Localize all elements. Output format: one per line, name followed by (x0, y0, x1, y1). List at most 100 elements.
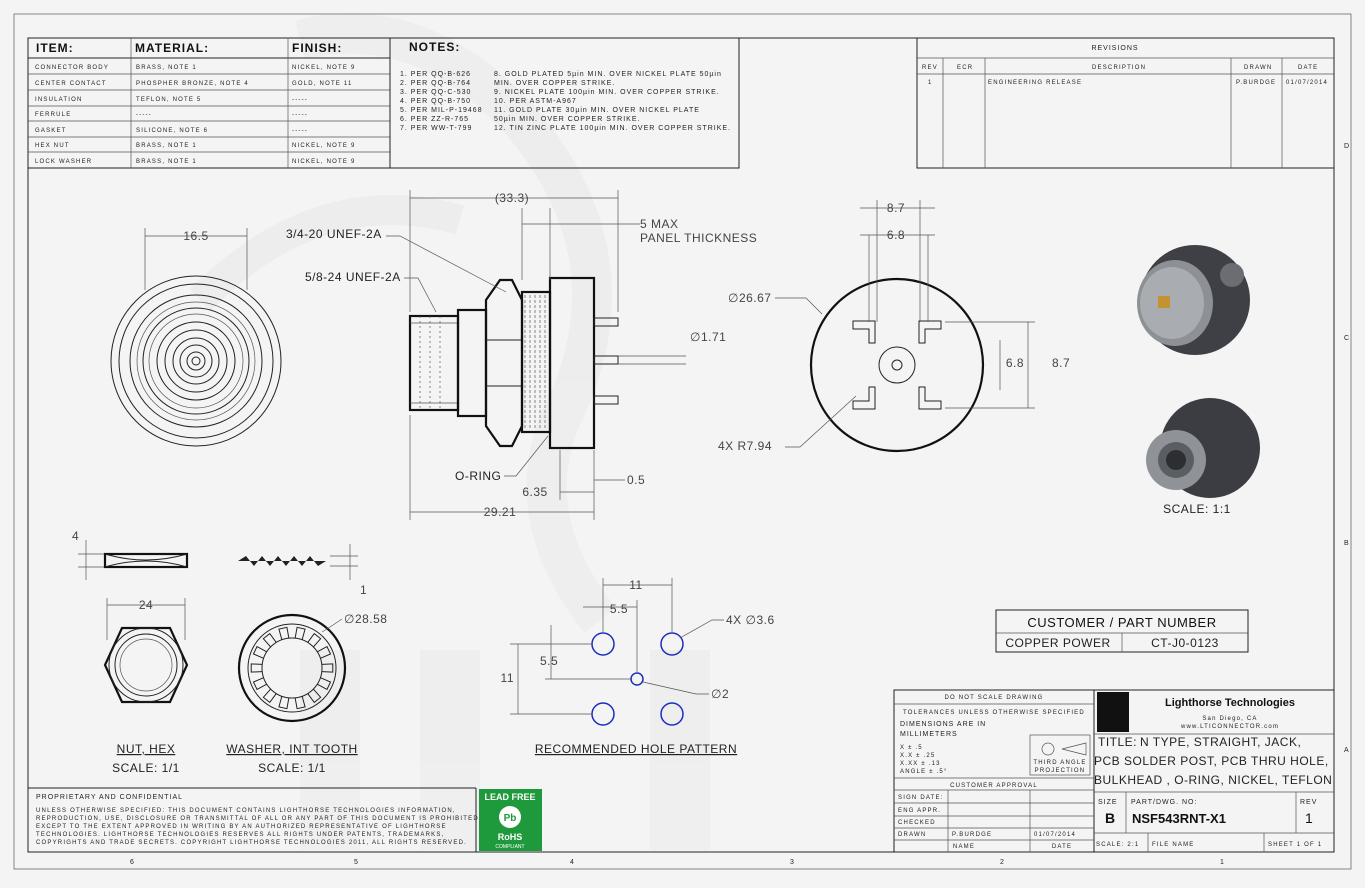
rev-label: REV (1300, 799, 1317, 806)
badge-compliant: COMPLIANT (495, 844, 524, 850)
note-line: 3. PER QQ-C-530 (400, 89, 471, 96)
bom-cell: NICKEL, NOTE 9 (292, 159, 355, 165)
tol-row: X ± .5 (900, 745, 923, 751)
company-logo (1097, 692, 1129, 732)
dims-in-1: DIMENSIONS ARE IN (900, 721, 986, 728)
washer-view: ∅28.58 WASHER, INT TOOTH SCALE: 1/1 (226, 612, 387, 775)
nut-side-profile: 4 (72, 529, 189, 580)
do-not-scale: DO NOT SCALE DRAWING (944, 695, 1043, 701)
bom-cell: CONNECTOR BODY (35, 65, 109, 71)
washer-tooth (252, 677, 267, 691)
hp-dim-d2: ∅2 (711, 687, 729, 701)
rev-header: DESCRIPTION (1092, 65, 1146, 71)
file-name: FILE NAME (1152, 842, 1194, 848)
note-line: 5. PER MIL-P-19468 (400, 107, 483, 114)
proprietary-line: COPYRIGHTS AND TRADE SECRETS. COPYRIGHT … (36, 840, 467, 846)
dim-26-67: ∅26.67 (728, 291, 771, 305)
size-value: B (1105, 810, 1115, 826)
company-name: Lighthorse Technologies (1165, 697, 1295, 709)
hp-dim-11-top: 11 (629, 578, 642, 592)
nut-scale: SCALE: 1/1 (112, 761, 180, 775)
dim-4x-r: 4X R7.94 (718, 439, 772, 453)
bom-cell: NICKEL, NOTE 9 (292, 143, 355, 149)
dim-0-5: 0.5 (627, 473, 645, 487)
customer-title: CUSTOMER / PART NUMBER (1027, 615, 1216, 630)
notes-block: NOTES: 1. PER QQ-B-626 2. PER QQ-B-764 3… (389, 37, 740, 169)
dim-28-58: ∅28.58 (344, 612, 387, 626)
note-line: MIN. OVER COPPER STRIKE. (494, 80, 615, 87)
proprietary-block: PROPRIETARY AND CONFIDENTIAL UNLESS OTHE… (28, 787, 479, 852)
bom-cell: ----- (136, 112, 152, 118)
customer-name: COPPER POWER (1005, 636, 1110, 650)
rev-cell: ENGINEERING RELEASE (988, 80, 1082, 86)
tol-row: X.XX ± .13 (900, 761, 941, 767)
washer-teeth (250, 626, 334, 710)
bom-header-material: MATERIAL: (135, 41, 209, 55)
watermark (189, 13, 710, 850)
washer-tooth (250, 663, 263, 673)
dim-1: 1 (360, 583, 367, 597)
proprietary-line: REPRODUCTION, USE, DISCLOSURE OR TRANSMI… (36, 816, 479, 822)
zone-right: B (1344, 540, 1350, 547)
bom-cell: CENTER CONTACT (35, 81, 107, 87)
bom-cell: BRASS, NOTE 1 (136, 65, 197, 71)
note-line: 12. TIN ZINC PLATE 100µin MIN. OVER COPP… (494, 125, 731, 132)
note-line: 7. PER WW-T-799 (400, 125, 472, 132)
dim-8-7-side: 8.7 (1052, 356, 1070, 370)
bom-cell: NICKEL, NOTE 9 (292, 65, 355, 71)
dim-panel-thickness: PANEL THICKNESS (640, 231, 757, 245)
sheet-value: SHEET 1 OF 1 (1268, 842, 1322, 848)
washer-tooth (307, 688, 322, 704)
note-line: 8. GOLD PLATED 5µin MIN. OVER NICKEL PLA… (494, 71, 722, 78)
proprietary-line: TECHNOLOGIES. LIGHTHORSE TECHNOLOGIES RE… (36, 832, 444, 838)
hp-dim-5-5-side: 5.5 (540, 654, 558, 668)
dim-6-35: 6.35 (522, 485, 547, 499)
checked: CHECKED (898, 820, 936, 826)
customer-part: CT-J0-0123 (1151, 636, 1219, 650)
proprietary-line: UNLESS OTHERWISE SPECIFIED: THIS DOCUMEN… (36, 808, 456, 814)
hp-dim-5-5-top: 5.5 (610, 602, 628, 616)
projection-symbol-icon (1041, 742, 1055, 756)
bom-cell: BRASS, NOTE 1 (136, 143, 197, 149)
zone-right: A (1344, 747, 1350, 754)
bom-header-finish: FINISH: (292, 41, 342, 55)
washer-tooth (278, 696, 290, 710)
note-line: 9. NICKEL PLATE 100µin MIN. OVER COPPER … (494, 89, 720, 96)
name-label: NAME (953, 844, 975, 850)
iso-scale: SCALE: 1:1 (1163, 502, 1231, 516)
dim-16-5: 16.5 (183, 229, 208, 243)
title-line: PCB SOLDER POST, PCB THRU HOLE, (1094, 754, 1329, 768)
badge-rohs: RoHS (498, 832, 523, 842)
bom-cell: INSULATION (35, 97, 83, 103)
customer-block: CUSTOMER / PART NUMBER COPPER POWER CT-J… (995, 609, 1249, 653)
washer-tooth (252, 645, 267, 659)
size-label: SIZE (1098, 799, 1118, 806)
bom-cell: LOCK WASHER (35, 159, 92, 165)
company-city: San Diego, CA (1202, 716, 1257, 722)
title-label: TITLE: (1098, 735, 1137, 749)
zone-bottom: 2 (1000, 859, 1005, 866)
zone-bottom: 1 (1220, 859, 1225, 866)
front-view: 16.5 (110, 228, 282, 447)
bom-cell: HEX NUT (35, 143, 70, 149)
hole-pattern: 11 5.5 4X ∅3.6 5.5 11 ∅2 RECOMMENDED HOL… (501, 578, 774, 756)
drawn-by: P.BURDGE (952, 832, 992, 838)
bom-cell: BRASS, NOTE 1 (136, 159, 197, 165)
projection-1: THIRD ANGLE (1033, 760, 1086, 766)
bom-cell: ----- (292, 97, 308, 103)
bom-header-item: ITEM: (36, 41, 74, 55)
title-line: BULKHEAD , O-RING, NICKEL, TEFLON (1094, 773, 1332, 787)
drawn-date: 01/07/2014 (1034, 832, 1076, 838)
zone-labels: 6 5 4 3 2 1 D C B A (130, 143, 1350, 866)
eng-appr: ENG APPR. (898, 808, 941, 814)
dim-pin-dia: ∅1.71 (690, 330, 726, 344)
washer-tooth (307, 632, 322, 648)
notes-title: NOTES: (409, 40, 460, 54)
note-line: 10. PER ASTM-A967 (494, 98, 577, 105)
note-line: 2. PER QQ-B-764 (400, 80, 471, 87)
rev-header: REV (922, 65, 938, 71)
dim-33-3: (33.3) (495, 191, 529, 205)
hex-nut-view: 24 NUT, HEX SCALE: 1/1 (103, 598, 189, 775)
outer-border (13, 13, 1352, 870)
